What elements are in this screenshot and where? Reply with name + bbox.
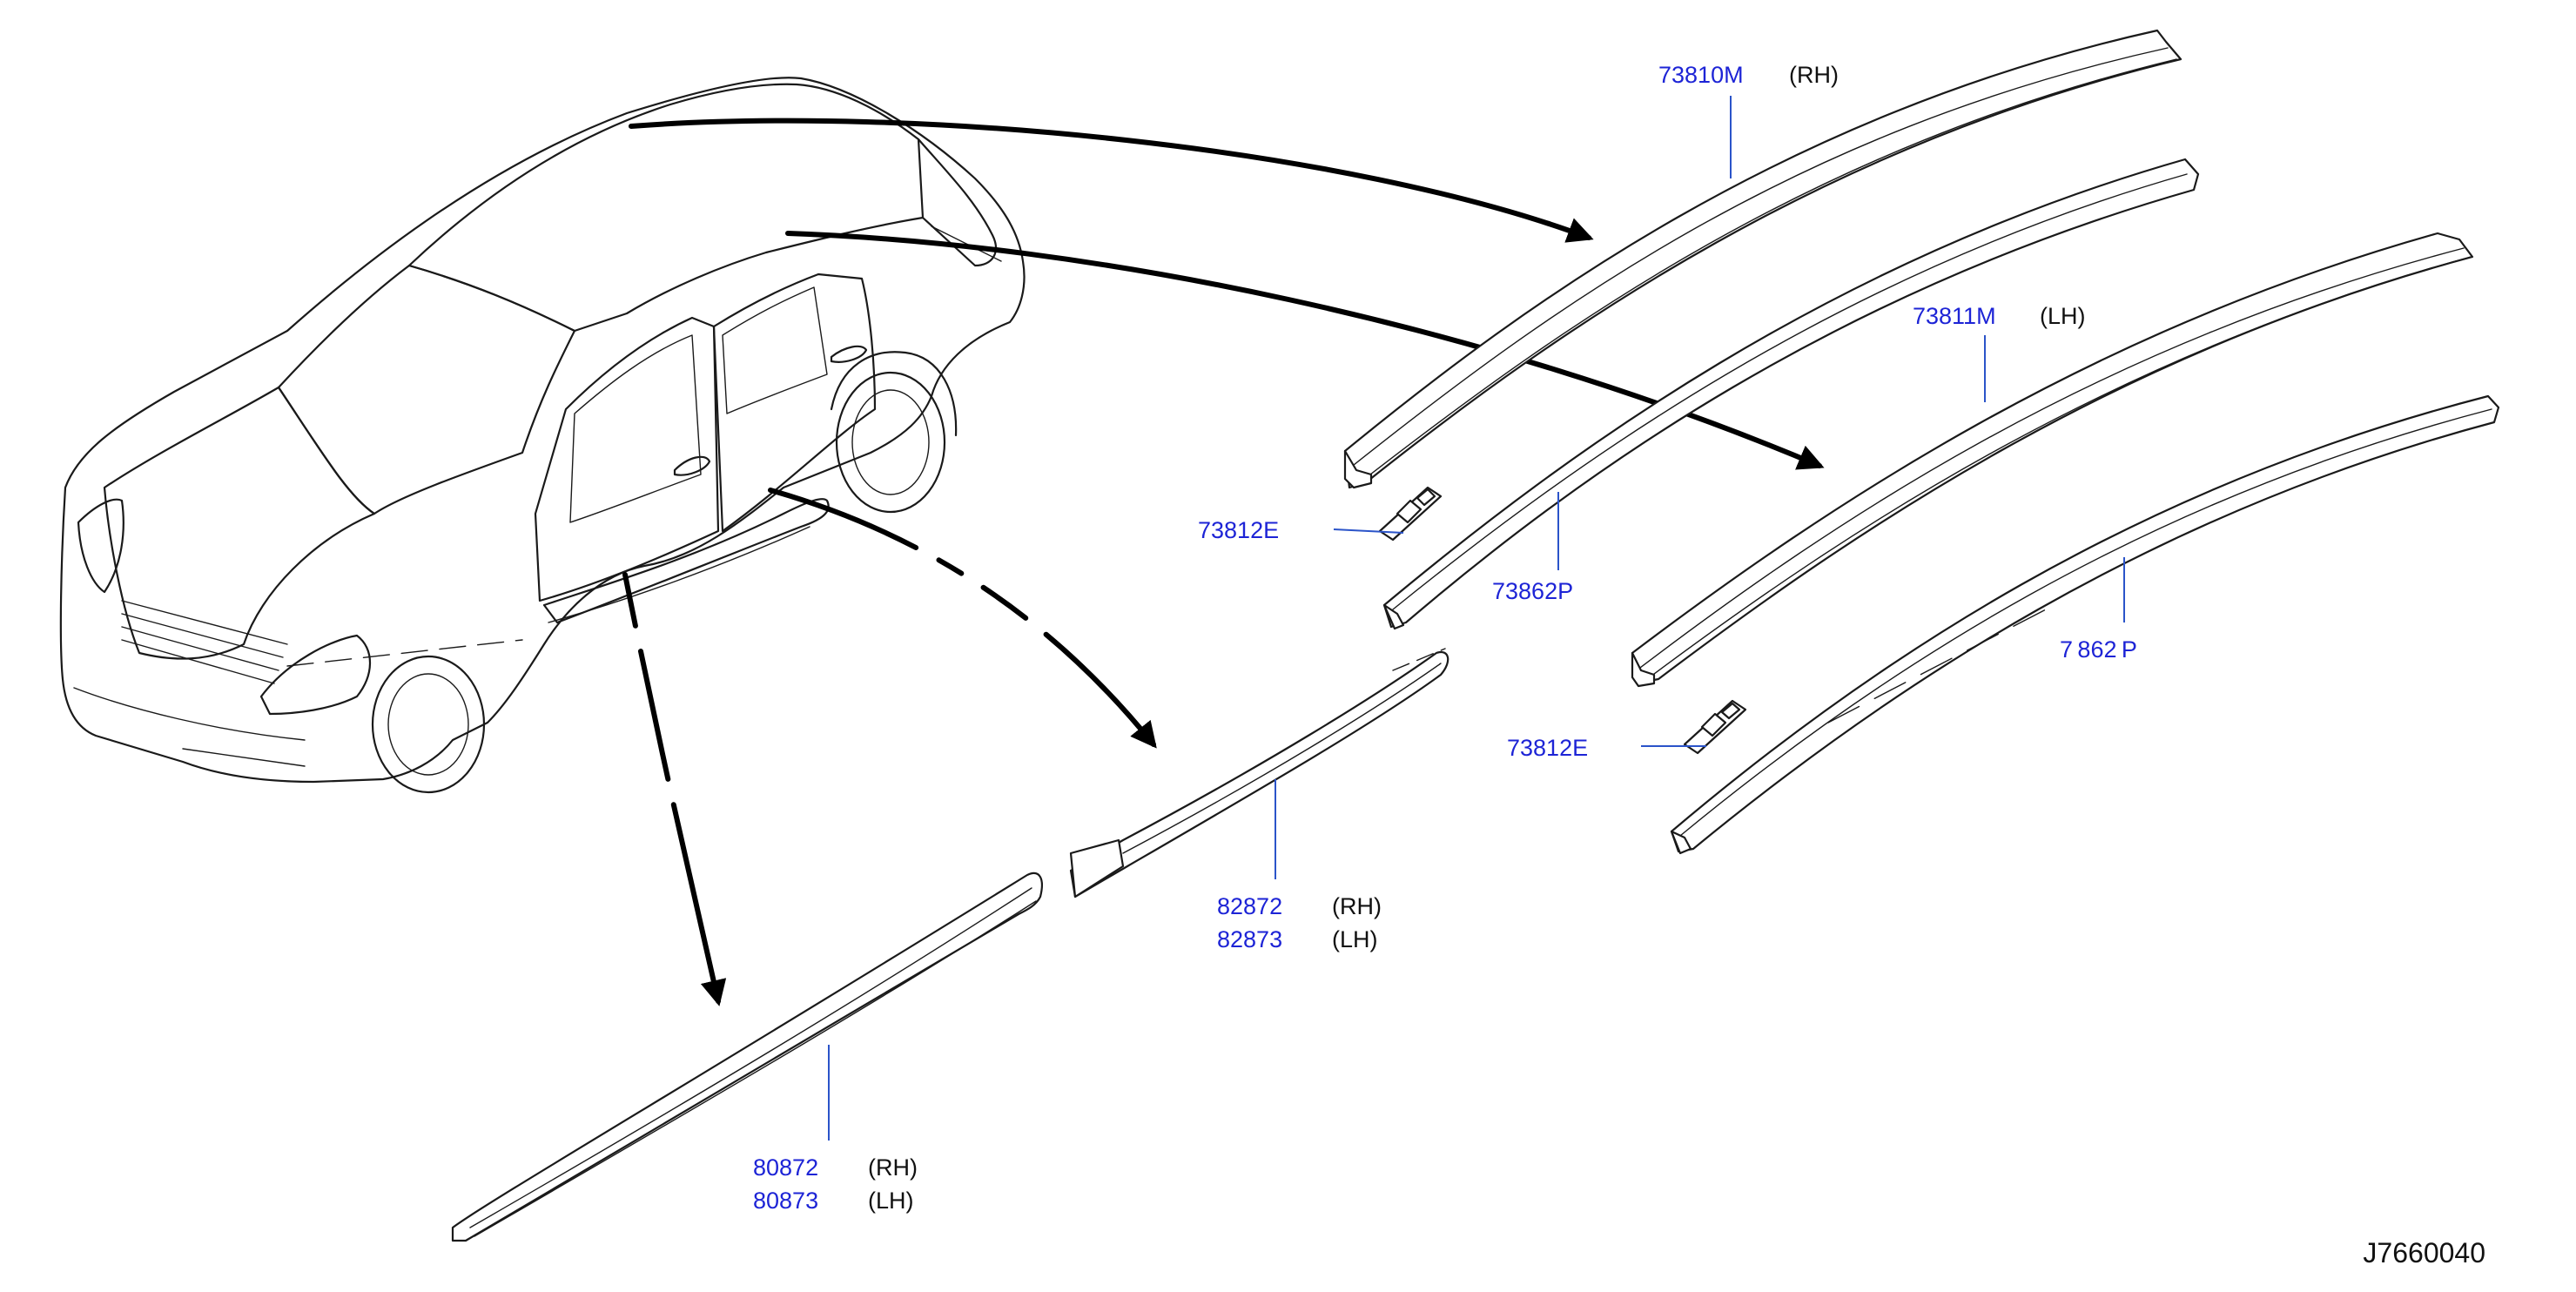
- part-number-73810M: 73810M: [1658, 62, 1744, 88]
- callout-sill-molding: 80872 (RH) 80873 (LH): [753, 1154, 918, 1214]
- part-number-82873: 82873: [1217, 926, 1282, 952]
- side-label-rh: (RH): [868, 1154, 918, 1181]
- part-number-82872: 82872: [1217, 893, 1282, 919]
- part-number-73812E-upper: 73812E: [1198, 517, 1279, 543]
- part-number-80872: 80872: [753, 1154, 818, 1181]
- sill-molding-part: [451, 872, 1043, 1242]
- clip-lower-part: [1683, 699, 1747, 755]
- part-number-73812E-lower: 73812E: [1507, 735, 1588, 761]
- side-label-lh: (LH): [868, 1188, 914, 1214]
- side-label-rh: (RH): [1789, 62, 1839, 88]
- leader-lines: [828, 96, 2125, 1141]
- part-number-80873: 80873: [753, 1188, 818, 1214]
- diagram-code: J7660040: [2363, 1237, 2485, 1268]
- side-label-rh: (RH): [1332, 893, 1382, 919]
- door-molding-part: [1069, 648, 1449, 898]
- callout-drip-lh: 7 862 P: [2060, 636, 2137, 663]
- clip-upper-part: [1378, 486, 1443, 542]
- part-number-73811M: 73811M: [1913, 303, 1996, 329]
- callout-drip-rh: 73862P: [1492, 578, 1573, 604]
- callout-clip-lower: 73812E: [1507, 735, 1588, 761]
- sedan-car-outline: [59, 77, 1026, 794]
- part-number-73862P: 73862P: [1492, 578, 1573, 604]
- callout-clip-upper: 73812E: [1198, 517, 1279, 543]
- part-number-7x862P: 7 862 P: [2060, 636, 2137, 663]
- callout-roof-rh: 73810M (RH): [1658, 62, 1839, 88]
- roof-molding-lh-part: [1631, 232, 2474, 688]
- drip-molding-lh-part: [1670, 394, 2500, 855]
- callout-door-molding: 82872 (RH) 82873 (LH): [1217, 893, 1382, 952]
- drip-molding-rh-part: [1382, 158, 2200, 630]
- side-label-lh: (LH): [2040, 303, 2086, 329]
- roof-molding-rh-part: [1343, 29, 2183, 489]
- callout-roof-lh: 73811M (LH): [1913, 303, 2086, 329]
- side-label-lh: (LH): [1332, 926, 1378, 952]
